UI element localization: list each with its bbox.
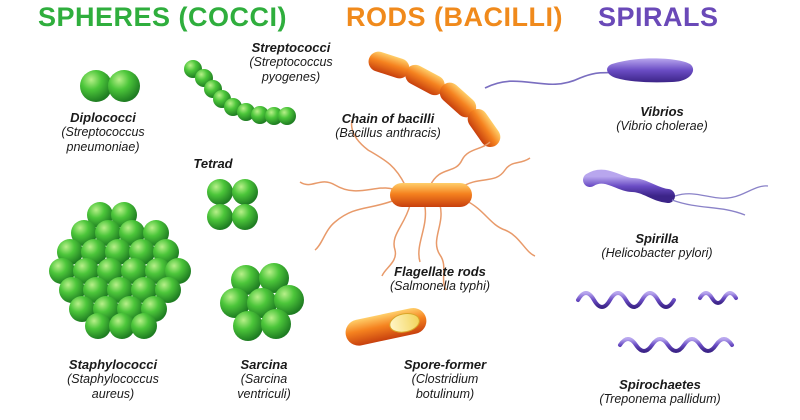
label-species: (Bacillus anthracis) — [335, 126, 441, 140]
label-chain-of-bacilli: Chain of bacilli (Bacillus anthracis) — [318, 111, 458, 141]
label-species: (Staphylococcus — [67, 372, 159, 386]
label-species: botulinum) — [415, 387, 475, 401]
heading-rods: RODS (BACILLI) — [346, 2, 563, 32]
label-flagellate-rods: Flagellate rods (Salmonella typhi) — [370, 264, 510, 294]
label-name: Flagellate rods — [394, 264, 486, 279]
label-spirilla: Spirilla (Helicobacter pylori) — [582, 231, 732, 261]
heading-spirals: SPIRALS — [598, 2, 719, 32]
label-name: Chain of bacilli — [341, 111, 435, 126]
label-name: Spirilla — [635, 231, 679, 246]
label-name: Spirochaetes — [619, 377, 701, 392]
diplococci-cell — [80, 70, 140, 102]
label-species: (Streptococcus — [61, 125, 145, 139]
staphylococcus-cell — [131, 313, 157, 339]
staphylococcus-cell — [155, 277, 181, 303]
heading-cocci: SPHERES (COCCI) — [38, 2, 288, 32]
label-name: Diplococci — [70, 110, 136, 125]
vibrio-cell — [484, 58, 694, 89]
label-diplococci: Diplococci (Streptococcus pneumoniae) — [38, 110, 168, 155]
label-streptococci: Streptococci (Streptococcus pyogenes) — [226, 40, 356, 85]
label-name: Spore-former — [403, 357, 487, 372]
sarcina-cube — [220, 263, 304, 341]
label-tetrad: Tetrad — [178, 156, 248, 171]
staphylococcus-cell — [85, 313, 111, 339]
staphylococcus-cell — [69, 296, 95, 322]
staphylococci-cluster — [49, 202, 191, 339]
flagellate-rod — [299, 119, 536, 291]
label-species: aureus) — [91, 387, 135, 401]
label-spirochaetes: Spirochaetes (Treponema pallidum) — [580, 377, 740, 407]
label-species: (Sarcina — [240, 372, 288, 386]
label-spore-former: Spore-former (Clostridium botulinum) — [390, 357, 500, 402]
label-species: (Helicobacter pylori) — [601, 246, 713, 260]
label-species: (Salmonella typhi) — [389, 279, 491, 293]
label-staphylococci: Staphylococci (Staphylococcus aureus) — [48, 357, 178, 402]
label-name: Vibrios — [640, 104, 684, 119]
label-species: ventriculi) — [237, 387, 291, 401]
streptococci-chain — [184, 60, 296, 125]
label-name: Staphylococci — [68, 357, 158, 372]
label-name: Streptococci — [251, 40, 331, 55]
spirochaete-cells — [576, 291, 738, 353]
spirilla-cell — [583, 169, 769, 216]
label-species: (Clostridium — [411, 372, 479, 386]
label-species: pneumoniae) — [66, 140, 140, 154]
label-name: Tetrad — [193, 156, 233, 171]
label-species: (Vibrio cholerae) — [616, 119, 708, 133]
label-sarcina: Sarcina (Sarcina ventriculi) — [214, 357, 314, 402]
label-name: Sarcina — [240, 357, 288, 372]
spore-former-cell — [345, 307, 427, 346]
tetrad-cell — [207, 179, 258, 230]
label-species: (Streptococcus — [249, 55, 333, 69]
staphylococcus-cell — [109, 313, 135, 339]
label-species: pyogenes) — [261, 70, 321, 84]
label-species: (Treponema pallidum) — [599, 392, 721, 406]
label-vibrios: Vibrios (Vibrio cholerae) — [592, 104, 732, 134]
chain-of-bacilli — [368, 51, 501, 148]
